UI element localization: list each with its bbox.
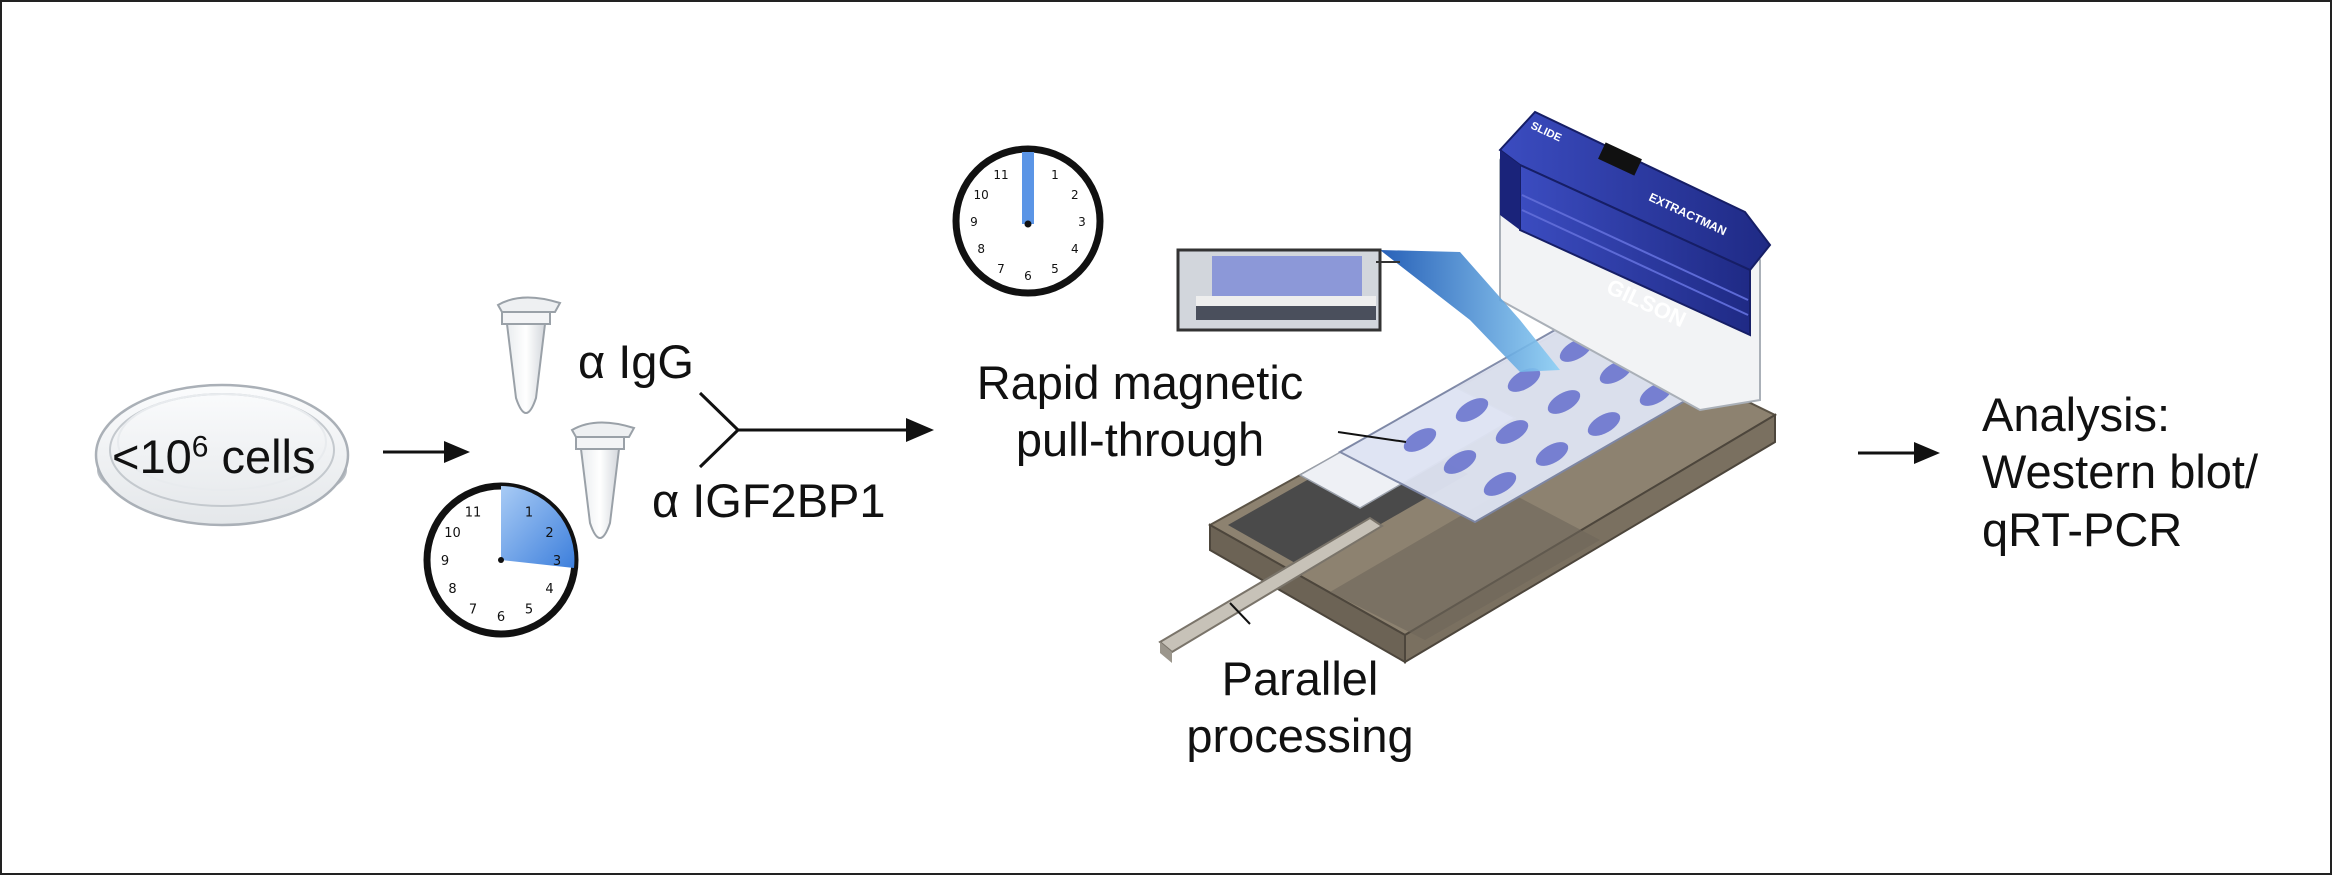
- clock-numeral: 8: [977, 242, 985, 256]
- cartridge-well: [1495, 420, 1529, 444]
- tube-igg-icon: [496, 296, 562, 414]
- parallel-line1: Parallel: [1221, 652, 1379, 705]
- pullthrough-line1: Rapid magnetic: [976, 356, 1304, 409]
- arrow-to-analysis: [1858, 442, 1940, 464]
- cartridge-well: [1455, 398, 1489, 422]
- clock-numeral: 4: [1071, 242, 1079, 256]
- clock-numeral: 6: [1024, 269, 1032, 283]
- clock-numeral: 5: [1051, 262, 1059, 276]
- clock-numeral: 1: [1051, 168, 1059, 182]
- clock-numeral: 11: [465, 506, 482, 521]
- clock-numeral: 10: [444, 526, 461, 541]
- cartridge-well: [1547, 390, 1581, 414]
- cartridge-well: [1483, 472, 1517, 496]
- clock-numeral: 3: [1078, 215, 1086, 229]
- analysis-line2: Western blot/: [1982, 445, 2259, 499]
- clock-rapid-icon: 12 3 45 6 78 9 10 11: [952, 145, 1104, 297]
- zoom-inset: [1176, 248, 1560, 372]
- cells-label: <106 cells: [112, 428, 316, 485]
- clock-numeral: 9: [441, 554, 449, 569]
- clock-numeral: 5: [525, 603, 533, 618]
- parallel-label: Parallel processing: [1160, 650, 1440, 765]
- clock-numeral: 7: [997, 262, 1005, 276]
- arrow-cells-to-tubes: [383, 441, 470, 463]
- cartridge-well: [1403, 428, 1437, 452]
- clock-numeral: 1: [525, 506, 533, 521]
- pullthrough-line2: pull-through: [1015, 413, 1265, 467]
- clock-numeral: 9: [970, 215, 978, 229]
- clock-numeral: 2: [545, 526, 553, 541]
- clock-numeral: 2: [1071, 188, 1079, 202]
- cells-exponent: 6: [191, 430, 209, 464]
- cells-suffix: cells: [208, 430, 316, 483]
- cartridge-well: [1535, 442, 1569, 466]
- clock-numeral: 7: [469, 603, 477, 618]
- clock-numeral: 10: [974, 188, 989, 202]
- leader-pullthrough: [1337, 431, 1407, 443]
- clock-numeral: 3: [553, 554, 561, 569]
- analysis-line1: Analysis:: [1982, 388, 2171, 441]
- cartridge-well: [1587, 412, 1621, 436]
- cells-prefix: <10: [112, 430, 192, 483]
- clock-numeral: 11: [993, 168, 1008, 182]
- analysis-label: Analysis: Western blot/ qRT-PCR: [1982, 386, 2258, 558]
- parallel-line2: processing: [1186, 709, 1414, 763]
- magnetic-device: GILSON EXTRACTMAN SLIDE: [1158, 110, 1778, 664]
- pullthrough-label: Rapid magnetic pull-through: [960, 354, 1320, 469]
- cartridge-well: [1507, 368, 1541, 392]
- analysis-line3: qRT-PCR: [1982, 502, 2183, 556]
- leader-parallel: [1229, 602, 1251, 625]
- clock-numeral: 8: [448, 582, 456, 597]
- arrow-tubes-to-pullthrough: [698, 391, 934, 469]
- petri-dish: [94, 383, 350, 527]
- cartridge-well: [1443, 450, 1477, 474]
- clock-numeral: 4: [545, 582, 553, 597]
- antibody-igf2bp1-label: α IGF2BP1: [652, 474, 886, 527]
- tube-igf2bp1-icon: [570, 421, 636, 539]
- antibody-igg-label: α IgG: [578, 335, 694, 388]
- clock-numeral: 6: [497, 610, 505, 625]
